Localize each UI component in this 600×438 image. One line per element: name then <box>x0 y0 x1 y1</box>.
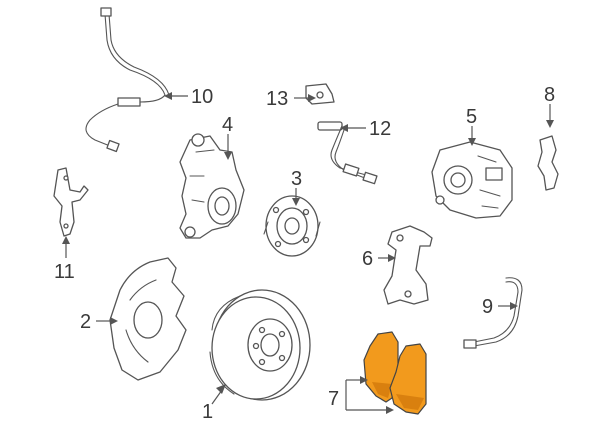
part-12-brake-hose <box>317 121 378 185</box>
callout-2: 2 <box>80 311 91 333</box>
callout-6: 6 <box>362 248 373 270</box>
part-3-wheel-hub <box>263 195 321 257</box>
callout-9: 9 <box>482 296 493 318</box>
callout-12: 12 <box>369 118 391 140</box>
part-8-spring-clip <box>537 135 559 191</box>
callout-11: 11 <box>54 261 75 283</box>
part-7-brake-pads <box>363 331 427 415</box>
callout-10: 10 <box>191 86 213 108</box>
part-11-sensor-bracket <box>53 167 89 237</box>
callout-1: 1 <box>202 401 213 423</box>
part-6-caliper-bracket <box>383 225 433 305</box>
part-2-dust-shield <box>109 257 187 381</box>
part-5-brake-caliper <box>431 141 513 219</box>
part-4-steering-knuckle <box>179 133 245 239</box>
leader-lines <box>62 92 554 414</box>
part-9-wear-sensor <box>463 277 523 349</box>
part-10-sensor-cable <box>85 7 170 153</box>
part-13-clip <box>305 83 335 105</box>
callout-5: 5 <box>466 106 477 128</box>
callout-8: 8 <box>544 84 555 106</box>
callout-7: 7 <box>328 388 339 410</box>
part-1-brake-rotor <box>209 289 311 401</box>
callout-4: 4 <box>222 114 233 136</box>
callout-labels: 10 11 4 13 12 3 5 8 6 2 1 9 7 <box>54 84 555 423</box>
callout-3: 3 <box>291 168 302 190</box>
callout-13: 13 <box>266 88 288 110</box>
